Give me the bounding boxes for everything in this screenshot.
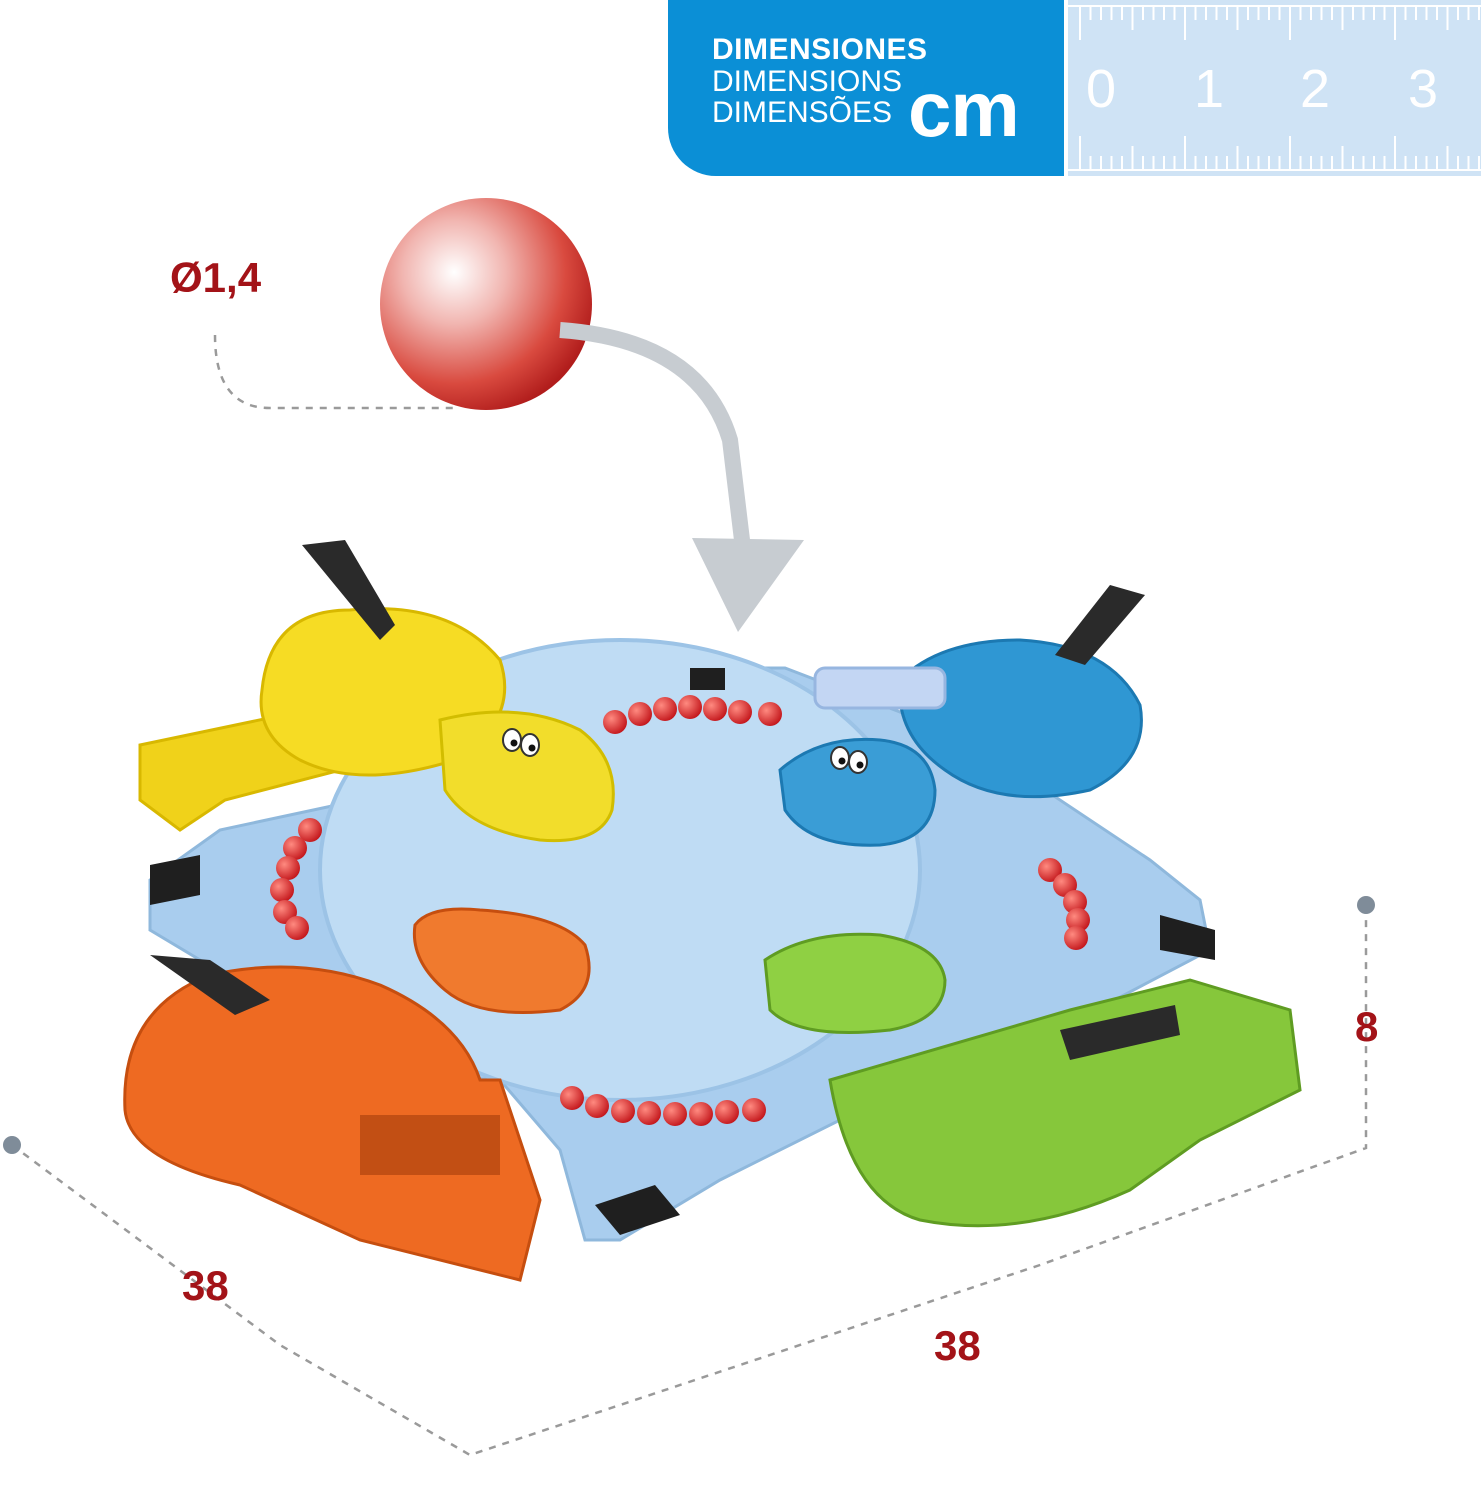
marble — [742, 1098, 766, 1122]
depth-dot — [3, 1136, 21, 1154]
drop-arrow-head — [692, 538, 804, 632]
unit-label: cm — [908, 65, 1020, 153]
marble — [276, 856, 300, 880]
dimensions-title-en: DIMENSIONS — [712, 64, 903, 98]
dimensions-title-pt: DIMENSÕES — [712, 96, 893, 129]
orange-hippo — [123, 907, 591, 1282]
marble — [560, 1086, 584, 1110]
marble — [1066, 908, 1090, 932]
ruler-label-2: 2 — [1300, 59, 1331, 119]
marble — [628, 702, 652, 726]
ruler-label-3: 3 — [1408, 59, 1439, 119]
ruler-label-0: 0 — [1086, 59, 1117, 119]
marble — [703, 697, 727, 721]
dimensions-badge: DIMENSIONES DIMENSIONS DIMENSÕES cm — [668, 0, 1064, 176]
marble — [689, 1102, 713, 1126]
ruler: 0 1 2 3 — [1068, 0, 1481, 176]
yellow-hippo — [138, 540, 615, 843]
marble — [283, 836, 307, 860]
marble — [1063, 890, 1087, 914]
marble — [653, 697, 677, 721]
ball-illustration — [380, 198, 592, 410]
height-label: 8 — [1355, 1003, 1379, 1050]
marble — [298, 818, 322, 842]
ruler-label-1: 1 — [1194, 59, 1225, 119]
marble — [603, 710, 627, 734]
blue-hippo — [778, 585, 1145, 847]
height-dot — [1357, 896, 1375, 914]
dimension-guide-lines — [11, 905, 1368, 1457]
green-hippo — [763, 932, 1302, 1228]
drop-arrow-shaft — [559, 322, 750, 541]
marble — [758, 702, 782, 726]
marble — [637, 1101, 661, 1125]
marble — [585, 1094, 609, 1118]
marble — [270, 878, 294, 902]
width-label: 38 — [934, 1322, 981, 1369]
marble — [663, 1102, 687, 1126]
marble — [611, 1099, 635, 1123]
ball-diameter-label: Ø1,4 — [170, 254, 262, 301]
marble — [678, 695, 702, 719]
marble — [1064, 926, 1088, 950]
ball-rows — [270, 695, 1090, 1126]
ruler-ticks — [1068, 5, 1481, 171]
dimensions-title-block: DIMENSIONES DIMENSIONS DIMENSÕES — [712, 34, 928, 129]
marble — [1038, 858, 1062, 882]
ball-leader-line — [213, 334, 458, 410]
marble — [728, 700, 752, 724]
depth-label: 38 — [182, 1262, 229, 1309]
marble — [715, 1100, 739, 1124]
dimensions-title-es: DIMENSIONES — [712, 33, 928, 66]
marble — [285, 916, 309, 940]
